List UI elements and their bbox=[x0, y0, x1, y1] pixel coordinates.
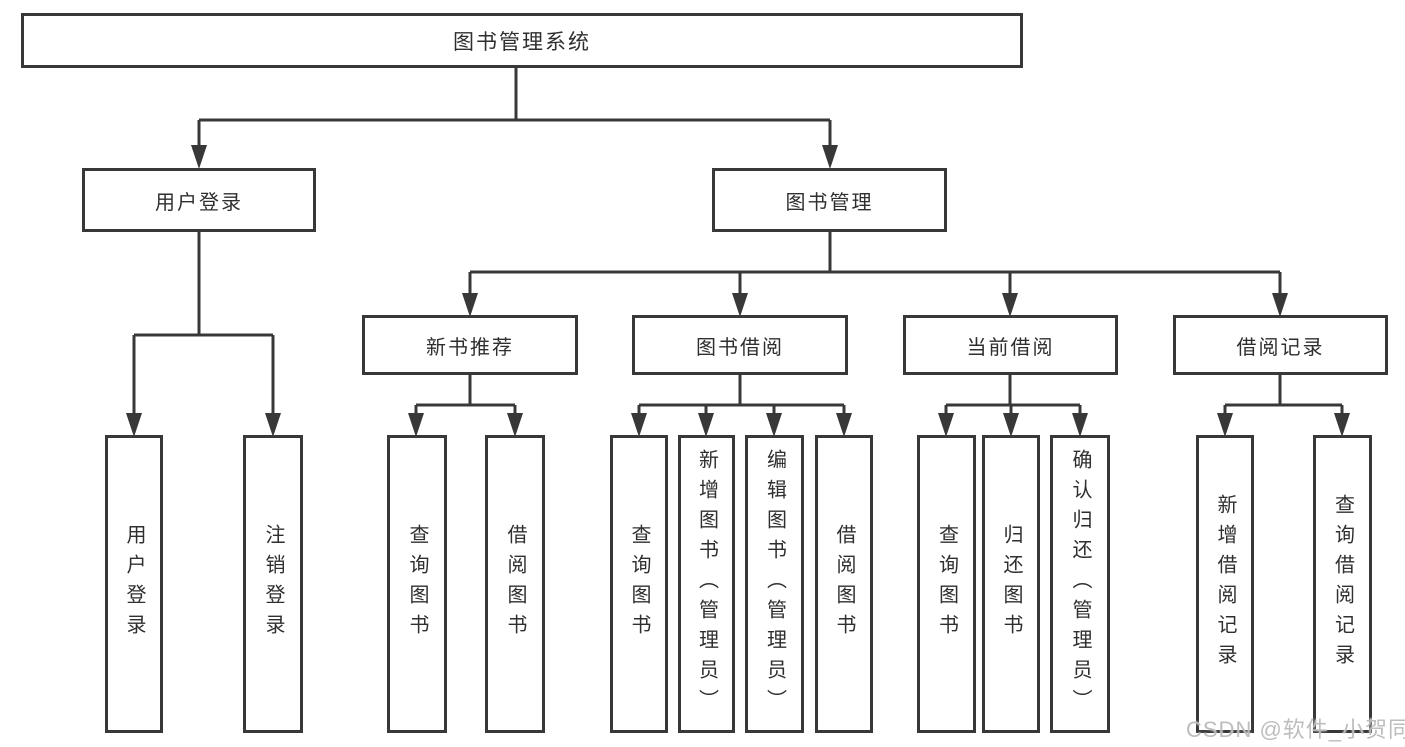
node-current-borrowing-label: 当前借阅 bbox=[966, 336, 1055, 359]
node-root: 图书管理系统 bbox=[21, 13, 1023, 68]
leaf-query-borrow-record: 查询借阅记录 bbox=[1313, 435, 1372, 733]
leaf-query-borrow-record-label: 查询借阅记录 bbox=[1331, 494, 1354, 674]
leaf-return-books-label: 归还图书 bbox=[1000, 524, 1022, 644]
leaf-user-login-label: 用户登录 bbox=[123, 524, 145, 644]
leaf-add-borrow-record-label: 新增借阅记录 bbox=[1214, 494, 1236, 674]
leaf-query-books-3-label: 查询图书 bbox=[935, 524, 958, 644]
node-user-login: 用户登录 bbox=[82, 168, 316, 232]
node-user-login-label: 用户登录 bbox=[155, 191, 243, 214]
leaf-borrow-books-1: 借阅图书 bbox=[485, 435, 545, 733]
leaf-add-books-admin-label: 新增图书（管理员） bbox=[695, 449, 718, 719]
node-root-label: 图书管理系统 bbox=[453, 30, 591, 54]
leaf-logout-label: 注销登录 bbox=[262, 524, 284, 644]
node-book-management: 图书管理 bbox=[712, 168, 947, 232]
leaf-edit-books-admin: 编辑图书（管理员） bbox=[745, 435, 804, 733]
leaf-user-login: 用户登录 bbox=[105, 435, 163, 733]
node-current-borrowing: 当前借阅 bbox=[903, 315, 1118, 375]
leaf-query-books-1-label: 查询图书 bbox=[406, 524, 428, 644]
leaf-add-books-admin: 新增图书（管理员） bbox=[678, 435, 735, 733]
leaf-confirm-return-admin-label: 确认归还（管理员） bbox=[1069, 449, 1091, 719]
leaf-borrow-books-2: 借阅图书 bbox=[815, 435, 873, 733]
node-borrowing-records: 借阅记录 bbox=[1173, 315, 1388, 375]
node-book-borrowing: 图书借阅 bbox=[632, 315, 848, 375]
leaf-logout: 注销登录 bbox=[243, 435, 303, 733]
node-new-book-recommend-label: 新书推荐 bbox=[426, 336, 514, 359]
node-book-borrowing-label: 图书借阅 bbox=[696, 336, 784, 359]
watermark: CSDN @软件_小贺同学 bbox=[1186, 717, 1405, 742]
leaf-confirm-return-admin: 确认归还（管理员） bbox=[1050, 435, 1110, 733]
leaf-query-books-1: 查询图书 bbox=[387, 435, 447, 733]
leaf-borrow-books-2-label: 借阅图书 bbox=[833, 524, 855, 644]
leaf-query-books-2: 查询图书 bbox=[610, 435, 668, 733]
node-book-management-label: 图书管理 bbox=[785, 191, 874, 214]
leaf-edit-books-admin-label: 编辑图书（管理员） bbox=[763, 449, 786, 719]
leaf-query-books-3: 查询图书 bbox=[917, 435, 976, 733]
node-borrowing-records-label: 借阅记录 bbox=[1236, 336, 1325, 359]
node-new-book-recommend: 新书推荐 bbox=[362, 315, 578, 375]
leaf-borrow-books-1-label: 借阅图书 bbox=[504, 524, 526, 644]
leaf-add-borrow-record: 新增借阅记录 bbox=[1196, 435, 1254, 733]
leaf-query-books-2-label: 查询图书 bbox=[628, 524, 650, 644]
leaf-return-books: 归还图书 bbox=[982, 435, 1040, 733]
